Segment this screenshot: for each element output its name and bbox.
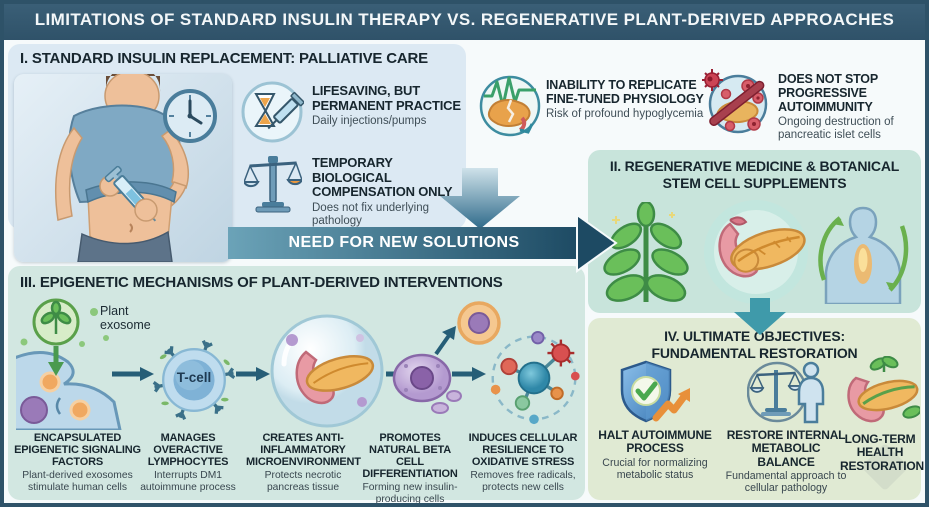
item-title: LIFESAVING, BUT PERMANENT PRACTICE: [312, 83, 461, 113]
step-subtitle: Protects necrotic pancreas tissue: [264, 470, 342, 493]
objective-title: RESTORE INTERNAL METABOLIC BALANCE: [726, 428, 846, 469]
step-subtitle: Interrupts DM1 autoimmune process: [140, 470, 236, 493]
section4-header-line2: FUNDAMENTAL RESTORATION: [651, 345, 858, 361]
page-title: LIMITATIONS OF STANDARD INSULIN THERAPY …: [34, 10, 895, 29]
pancreas-leaves-icon: [840, 355, 922, 432]
step-title: PROMOTES NATURAL BETA CELL DIFFERENTIATI…: [362, 432, 458, 481]
person-illustration-svg: [55, 74, 217, 262]
step-label-0: ENCAPSULATED EPIGENETIC SIGNALING FACTOR…: [10, 432, 145, 493]
section4-header-line1: IV. ULTIMATE OBJECTIVES:: [664, 328, 845, 344]
objective-title: LONG-TERM HEALTH RESTORATION: [840, 432, 925, 473]
objective-subtitle: Fundamental approach to cellular patholo…: [725, 470, 847, 495]
diagonal-arrow-icon: [432, 322, 460, 361]
pancreas-icon: [700, 196, 812, 313]
item-subtitle: Daily injections/pumps: [312, 115, 427, 128]
limitation-item-0: INABILITY TO REPLICATE FINE-TUNED PHYSIO…: [546, 78, 704, 121]
step-label-4: INDUCES CELLULAR RESILIENCE TO OXIDATIVE…: [466, 432, 580, 493]
clock-icon: [163, 89, 217, 143]
step-label-3: PROMOTES NATURAL BETA CELL DIFFERENTIATI…: [356, 432, 464, 505]
item-title: TEMPORARY BIOLOGICAL COMPENSATION ONLY: [312, 155, 453, 200]
tcell-label: T-cell: [176, 370, 212, 385]
item-subtitle: Ongoing destruction of pancreatic islet …: [778, 116, 894, 142]
beta-cell-icon: [456, 300, 502, 351]
objective-0: HALT AUTOIMMUNE PROCESS Crucial for norm…: [592, 360, 718, 482]
section1-header: I. STANDARD INSULIN REPLACEMENT: PALLIAT…: [20, 50, 428, 67]
exosome-label: Plant exosome: [100, 304, 151, 333]
item-subtitle: Risk of profound hypoglycemia: [546, 108, 704, 120]
scales-person-icon: [746, 361, 825, 428]
flow-arrow-icon: [236, 366, 270, 387]
exosome-cell-icon: [8, 298, 146, 435]
step-subtitle: Forming new insulin-producing cells: [362, 482, 458, 505]
pancreas-no-autoimmunity-icon: [701, 68, 770, 141]
step-title: ENCAPSULATED EPIGENETIC SIGNALING FACTOR…: [14, 432, 141, 469]
molecule-icon: [486, 330, 582, 431]
step-subtitle: Removes free radicals, protects new cell…: [470, 470, 576, 493]
flow-arrow-icon: [112, 366, 154, 387]
step-label-2: CREATES ANTI-INFLAMMATORY MICROENVIRONME…: [246, 432, 361, 493]
flow-arrow-icon: [452, 366, 486, 387]
objective-1: RESTORE INTERNAL METABOLIC BALANCE Funda…: [722, 360, 850, 495]
step-subtitle: Plant-derived exosomes stimulate human c…: [22, 470, 133, 493]
down-arrow-small-icon: [734, 298, 786, 341]
spiky-radical: [547, 339, 575, 367]
step-title: MANAGES OVERACTIVE LYMPHOCYTES: [147, 432, 229, 469]
section3-header: III. EPIGENETIC MECHANISMS OF PLANT-DERI…: [20, 274, 503, 291]
section1-item-1: TEMPORARY BIOLOGICAL COMPENSATION ONLY D…: [312, 155, 464, 228]
objective-title: HALT AUTOIMMUNE PROCESS: [598, 428, 712, 456]
limitation-item-1: DOES NOT STOP PROGRESSIVE AUTOIMMUNITY O…: [778, 72, 923, 142]
banner-label: NEED FOR NEW SOLUTIONS: [288, 234, 520, 251]
spiky-cell: [701, 69, 723, 91]
hourglass-syringe-icon: [240, 80, 305, 149]
person-injecting-insulin-illustration: [14, 74, 232, 262]
t-cell-icon: [152, 338, 236, 427]
section1-item-0: LIFESAVING, BUT PERMANENT PRACTICE Daily…: [312, 83, 462, 128]
item-title: INABILITY TO REPLICATE FINE-TUNED PHYSIO…: [546, 78, 704, 106]
pancreas-bubble-icon: [268, 312, 386, 435]
down-arrow-icon: [428, 168, 532, 235]
shield-check-icon: [618, 360, 692, 428]
step-label-1: MANAGES OVERACTIVE LYMPHOCYTES Interrupt…: [140, 432, 236, 493]
need-for-new-solutions-banner: NEED FOR NEW SOLUTIONS: [228, 227, 580, 259]
step-title: INDUCES CELLULAR RESILIENCE TO OXIDATIVE…: [468, 432, 578, 469]
cell-differentiation-icon: [392, 352, 464, 419]
step-title: CREATES ANTI-INFLAMMATORY MICROENVIRONME…: [246, 432, 361, 469]
objective-2: LONG-TERM HEALTH RESTORATION: [840, 355, 925, 473]
item-subtitle: Does not fix underlying pathology: [312, 201, 429, 227]
human-body-icon: [814, 202, 912, 309]
section2-header-line2: STEM CELL SUPPLEMENTS: [662, 175, 847, 191]
plant-icon: [602, 200, 690, 311]
balance-scale-icon: [242, 152, 304, 219]
objective-subtitle: Crucial for normalizing metabolic status: [602, 456, 708, 481]
section2-header-line1: II. REGENERATIVE MEDICINE & BOTANICAL: [609, 158, 900, 174]
banner-arrowhead-icon: [576, 212, 620, 279]
item-title: DOES NOT STOP PROGRESSIVE AUTOIMMUNITY: [778, 72, 878, 114]
title-bar: LIMITATIONS OF STANDARD INSULIN THERAPY …: [0, 0, 929, 40]
pancreas-ecg-icon: [478, 74, 542, 143]
